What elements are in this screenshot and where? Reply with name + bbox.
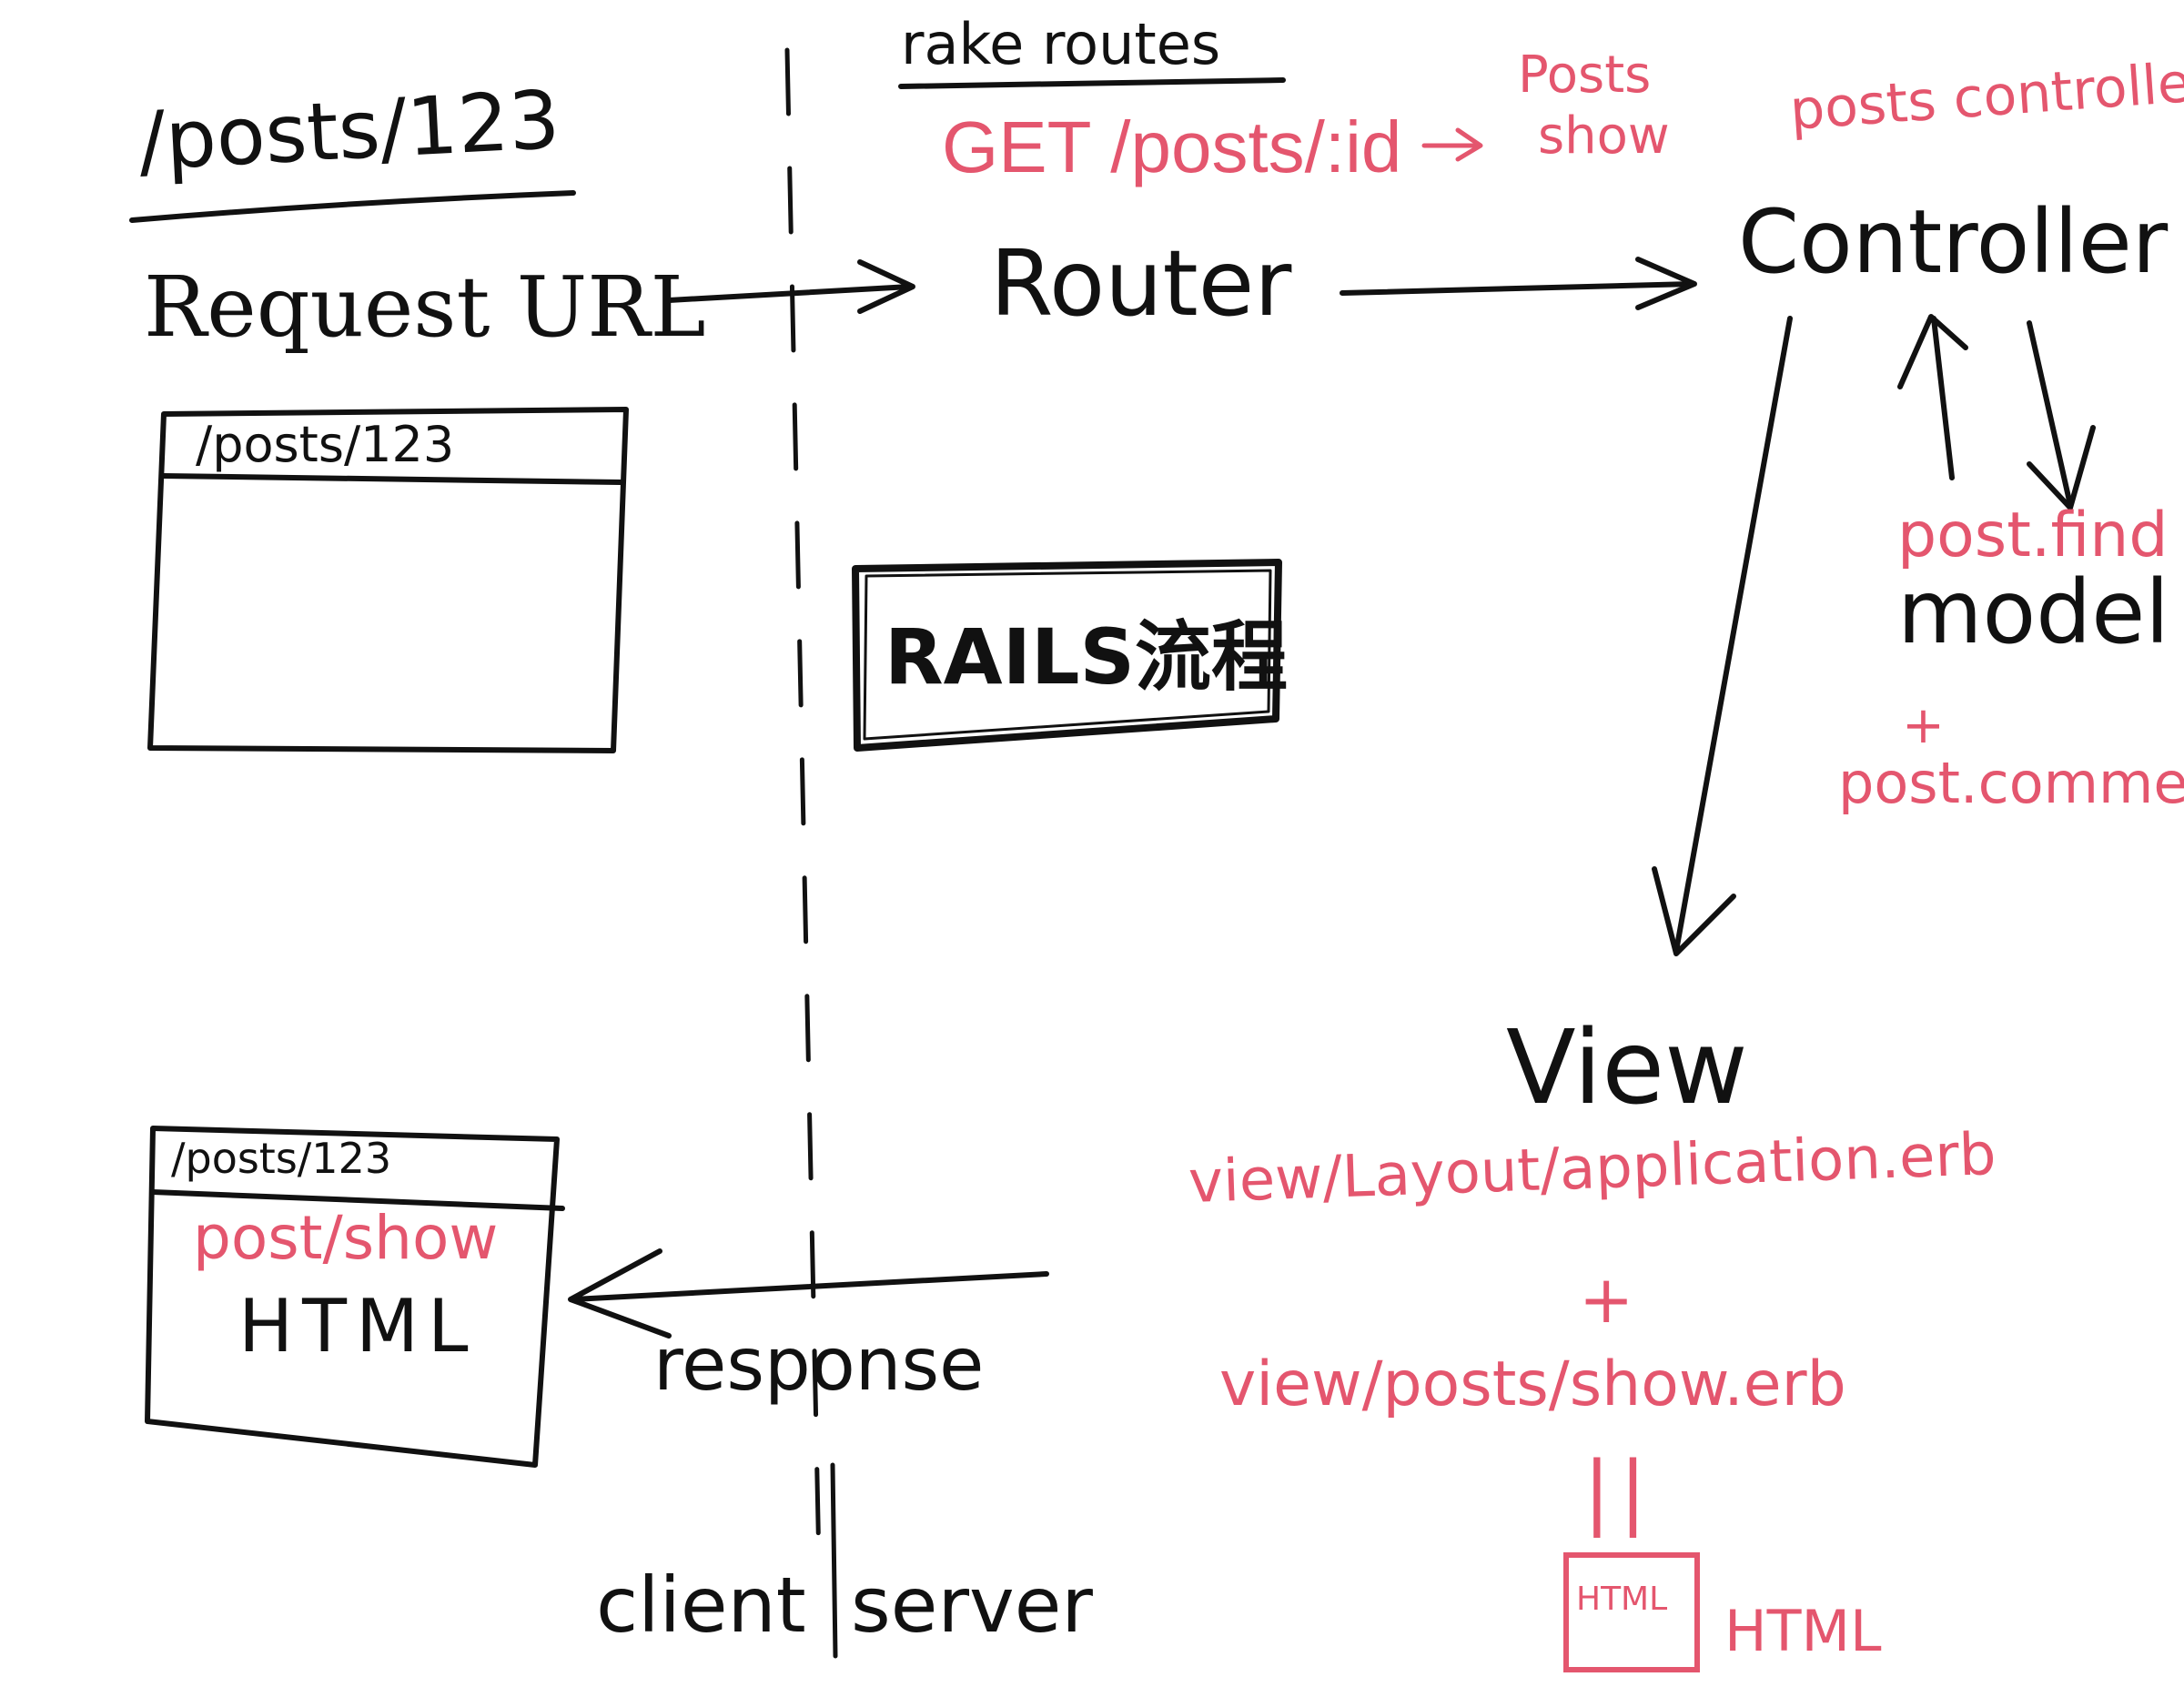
- arrow-request-to-router: [666, 259, 915, 314]
- route-target-action: show: [1538, 106, 1670, 166]
- html-result-label: HTML: [1724, 1598, 1882, 1664]
- browser-bottom-address: /posts/123: [171, 1134, 392, 1183]
- router-label: Router: [990, 230, 1292, 337]
- route-arrow-icon: [1421, 127, 1483, 162]
- model-label: model: [1897, 561, 2169, 663]
- browser-window-bottom: [145, 1126, 565, 1468]
- model-plus-sign: +: [1902, 696, 1945, 755]
- boundary-server-label: server: [851, 1561, 1093, 1650]
- arrow-model-to-controller: [1897, 314, 1968, 480]
- view-plus-sign: +: [1579, 1261, 1634, 1338]
- model-query-find: post.find: [1897, 500, 2169, 571]
- client-server-boundary-tail: [830, 1462, 838, 1659]
- route-target-controller: Posts: [1518, 45, 1652, 105]
- model-query-comments: post.comments: [1838, 750, 2184, 816]
- arrow-controller-to-model: [2027, 320, 2096, 510]
- controller-label: Controller: [1738, 191, 2169, 293]
- arrow-controller-to-view: [1652, 316, 1793, 956]
- response-label: response: [653, 1322, 985, 1407]
- rake-routes-underline: [898, 77, 1286, 89]
- html-result-icon-text: HTML: [1576, 1581, 1668, 1618]
- request-url-label: Request URL: [144, 258, 706, 356]
- rake-routes-heading: rake routes: [901, 11, 1221, 77]
- client-server-boundary: [784, 47, 822, 1568]
- browser-bottom-view-name: post/show: [193, 1203, 499, 1273]
- arrow-response-to-client: [568, 1248, 1049, 1338]
- html-result-icon: HTML: [1563, 1552, 1700, 1672]
- title-box-label: RAILS流程: [885, 612, 1288, 702]
- browser-top-address: /posts/123: [196, 416, 455, 473]
- browser-bottom-html: HTML: [238, 1284, 478, 1369]
- url-heading: /posts/123: [136, 72, 562, 188]
- title-box-frame: [852, 559, 1282, 752]
- boundary-client-label: client: [596, 1561, 806, 1650]
- view-template-file: view/posts/show.erb: [1219, 1349, 1846, 1420]
- view-equals-sign: ||: [1583, 1444, 1656, 1538]
- arrow-router-to-controller: [1340, 257, 1697, 310]
- route-definition: GET /posts/:id: [942, 106, 1402, 187]
- url-heading-underline: [129, 190, 576, 223]
- browser-window-top: [147, 407, 629, 753]
- view-label: View: [1506, 1009, 1748, 1127]
